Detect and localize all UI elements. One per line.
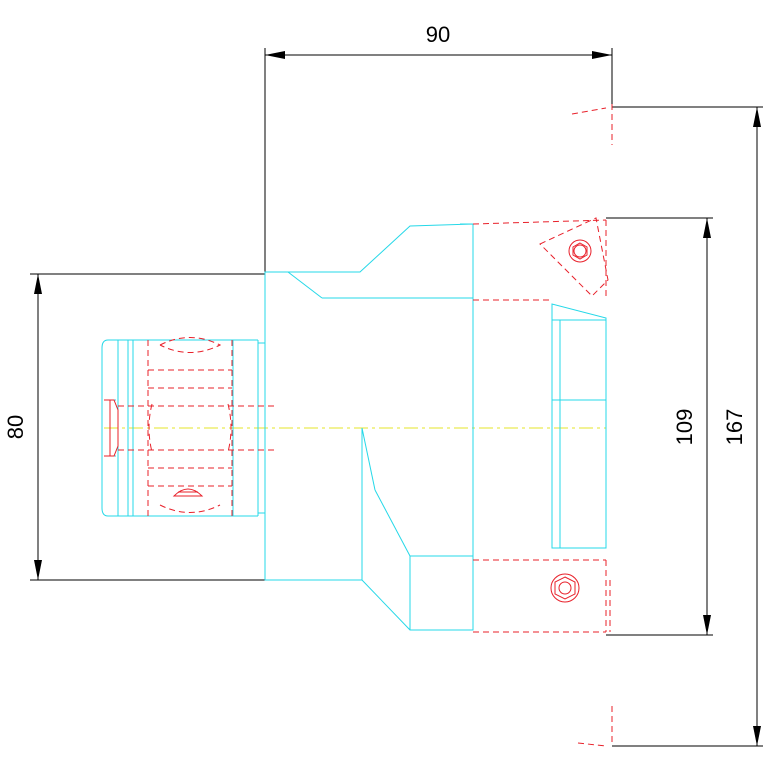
screw-icon — [568, 239, 592, 263]
arrowhead — [34, 560, 42, 580]
arrowhead — [703, 615, 711, 635]
lower-insert — [550, 573, 580, 603]
dimension-cutting-diameter: 109 — [606, 217, 713, 636]
dimension-shank-diameter-label: 80 — [3, 415, 28, 439]
dimension-overall-diameter-label: 167 — [722, 409, 747, 446]
arrowhead — [592, 51, 612, 59]
arrowhead — [703, 218, 711, 238]
shank-outline — [101, 339, 265, 517]
dimension-length: 90 — [264, 22, 613, 272]
shank-hidden-features — [104, 337, 275, 516]
dimension-length-label: 90 — [426, 22, 450, 47]
arrowhead — [753, 107, 761, 127]
dimension-shank-diameter: 80 — [3, 273, 265, 581]
upper-insert — [539, 217, 609, 297]
screw-icon — [550, 573, 580, 603]
arrowhead — [34, 274, 42, 294]
dimension-cutting-diameter-label: 109 — [672, 409, 697, 446]
cutter-head-hidden — [472, 104, 613, 747]
dimension-overall-diameter: 167 — [612, 106, 763, 747]
body-outline — [264, 223, 474, 631]
cutter-head-outline — [551, 303, 607, 549]
arrowhead — [753, 726, 761, 746]
arrowhead — [265, 51, 285, 59]
